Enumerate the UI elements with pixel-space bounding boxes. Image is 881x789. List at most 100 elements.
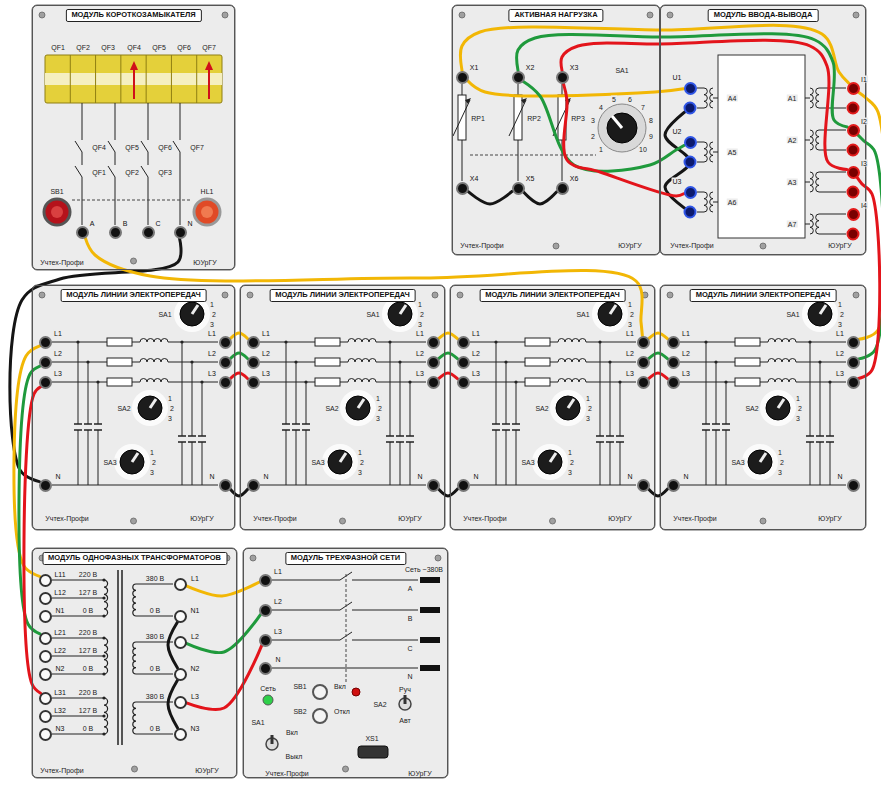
- circuit-line: [796, 382, 846, 383]
- junction-dot: [704, 340, 707, 343]
- circuit-line: [306, 430, 307, 485]
- circuit-line: [52, 734, 104, 735]
- terminal-label: I2: [860, 118, 868, 125]
- panel-plate: [450, 285, 655, 530]
- transformer-core: [121, 570, 123, 745]
- circuit-line: [550, 342, 558, 343]
- circuit-line: [52, 485, 218, 486]
- terminal-label: L21: [53, 629, 67, 636]
- terminal-label: L3: [261, 370, 271, 377]
- panel-label: QF3: [157, 169, 173, 176]
- circuit-line: [697, 108, 704, 109]
- panel-label: Учтех-Профи: [44, 515, 89, 522]
- panel-label: QF3: [100, 44, 116, 51]
- capacitor-plate: [282, 423, 290, 425]
- terminal-jack: X5: [512, 182, 525, 195]
- terminal-label: U1: [672, 74, 683, 81]
- panel-label: QF5: [124, 144, 140, 151]
- terminal-jack: L3: [219, 376, 232, 389]
- circuit-line: [620, 442, 621, 485]
- panel-label: 3: [417, 321, 423, 328]
- coil-symbol: [710, 192, 713, 212]
- terminal-label: A: [89, 220, 96, 227]
- inductor-symbol: [768, 339, 796, 343]
- junction-dot: [808, 340, 811, 343]
- toggle-arrow: [208, 68, 210, 99]
- terminal-label: N: [274, 656, 281, 663]
- selector-knob: [607, 113, 637, 143]
- terminal-jack: L1: [457, 336, 470, 349]
- selector-knob: [538, 450, 562, 474]
- screw: [553, 243, 559, 249]
- patch-cord: [649, 353, 668, 359]
- module-panel: МОДУЛЬ ЛИНИИ ЭЛЕКТРОПЕРЕДАЧL1L2L3NL1L2L3…: [450, 285, 655, 530]
- coil-symbol: [816, 214, 819, 234]
- circuit-line: [706, 342, 707, 424]
- circuit-line: [820, 442, 821, 485]
- circuit-line: [115, 177, 116, 225]
- lamp-highlight: [201, 206, 213, 218]
- terminal-jack: N: [427, 479, 440, 492]
- terminal-label: X1: [469, 64, 480, 71]
- screw: [39, 292, 45, 298]
- terminal-jack: L3: [247, 376, 260, 389]
- terminal-jack: L2: [259, 604, 272, 617]
- circuit-line: [462, 140, 463, 181]
- resistor-symbol: [315, 358, 340, 366]
- circuit-line: [760, 362, 768, 363]
- terminal-label: L2: [207, 350, 217, 357]
- resistor-symbol: [315, 378, 340, 386]
- capacitor-plate: [502, 423, 510, 425]
- circuit-line: [52, 616, 104, 617]
- panel-label: 2: [419, 311, 425, 318]
- terminal-label: L1: [273, 568, 283, 575]
- knob-glow: [760, 390, 796, 426]
- terminal-label: I1: [860, 76, 868, 83]
- circuit-line: [805, 140, 810, 141]
- circuit-line: [52, 362, 107, 363]
- panel-label: 220 В: [78, 571, 98, 578]
- panel-label: N: [406, 673, 413, 680]
- terminal-jack: [685, 103, 696, 114]
- panel-label: 2: [590, 133, 596, 140]
- circuit-line: [272, 668, 418, 669]
- patch-cord: [439, 373, 458, 379]
- terminal-jack: U3: [684, 186, 697, 199]
- circuit-line: [830, 382, 831, 436]
- terminal-jack: N: [457, 479, 470, 492]
- capacitor-plate: [74, 423, 82, 425]
- terminal-jack: N3: [39, 728, 52, 741]
- terminal-jack: L2: [39, 356, 52, 369]
- screw: [250, 555, 256, 561]
- circuit-line: [680, 485, 846, 486]
- junction-dot: [284, 340, 287, 343]
- circuit-line: [376, 342, 426, 343]
- panel-label: Выкл: [285, 753, 304, 760]
- circuit-line: [260, 362, 315, 363]
- circuit-line: [697, 88, 704, 89]
- module-title: МОДУЛЬ ВВОДА-ВЫВОДА: [708, 9, 819, 22]
- terminal-label: L1: [207, 330, 217, 337]
- terminal-label: N: [262, 473, 269, 480]
- terminal-label: N1: [55, 607, 66, 614]
- panel-label: 2: [569, 459, 575, 466]
- circuit-line: [192, 362, 193, 436]
- panel-label: 0 В: [82, 665, 95, 672]
- terminal-jack: L2: [174, 636, 187, 649]
- terminal-jack: L1: [247, 336, 260, 349]
- selector-knob: [328, 450, 352, 474]
- stop-button: [44, 199, 70, 225]
- terminal-jack: L1: [667, 336, 680, 349]
- panel-label: XS1: [364, 735, 379, 742]
- panel-label: HL1: [200, 188, 215, 195]
- knob-pointer: [192, 305, 198, 314]
- terminal-jack: L3: [39, 376, 52, 389]
- circuit-line: [182, 342, 183, 436]
- capacitor-plate: [606, 435, 614, 437]
- capacitor-plate: [702, 423, 710, 425]
- circuit-line: [680, 362, 735, 363]
- panel-label: Руч: [398, 686, 412, 693]
- inductor-symbol: [558, 359, 586, 363]
- circuit-line: [516, 430, 517, 485]
- junction-dot: [388, 340, 391, 343]
